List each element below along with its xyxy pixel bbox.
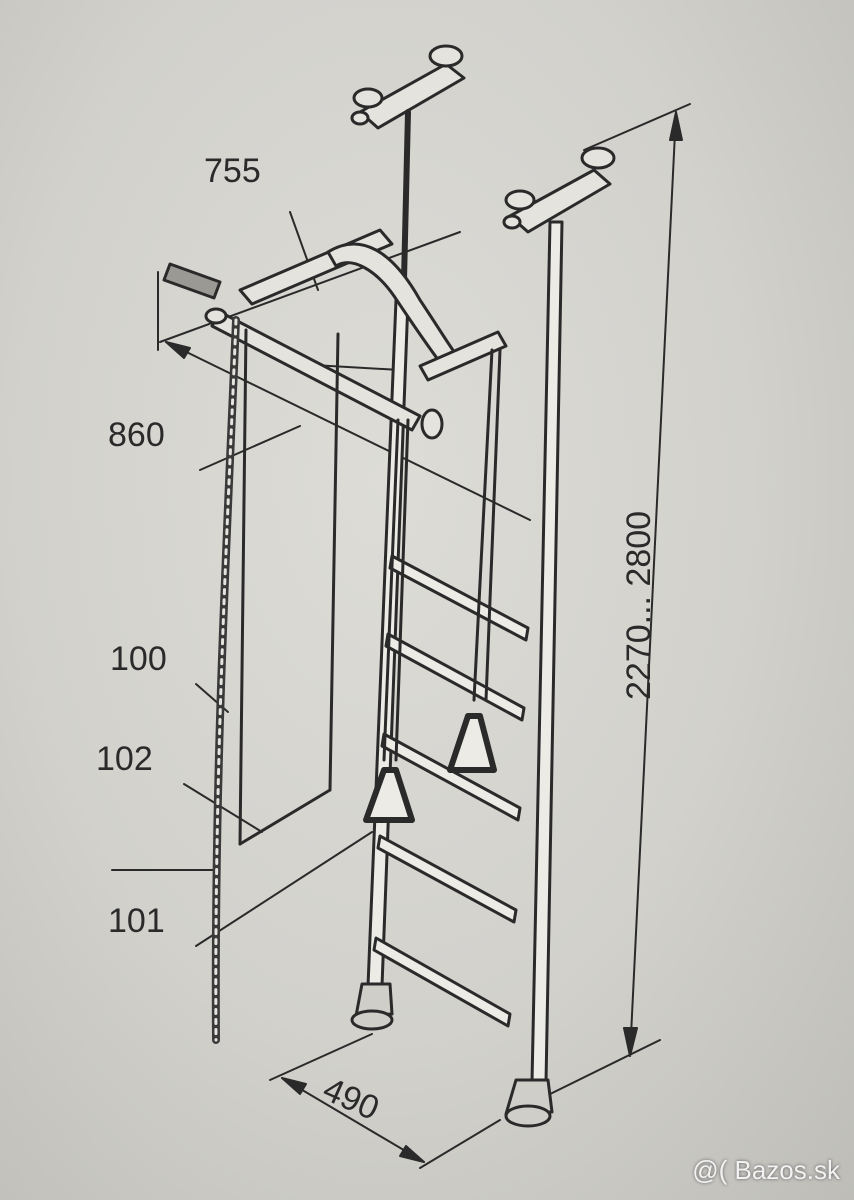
upright-front bbox=[504, 220, 564, 1128]
height-dimension bbox=[541, 103, 691, 1099]
label-depth-top: 860 bbox=[108, 416, 165, 454]
label-part-100: 100 bbox=[110, 640, 167, 678]
ladder-rungs bbox=[372, 554, 530, 1028]
label-part-101: 101 bbox=[108, 902, 165, 940]
climbing-rope bbox=[211, 316, 240, 1044]
label-width-top: 755 bbox=[204, 152, 261, 190]
gymnastic-rings bbox=[363, 348, 502, 823]
ceiling-mount-front bbox=[502, 146, 616, 234]
top-frame bbox=[162, 228, 508, 440]
watermark: @( Bazos.sk bbox=[692, 1155, 840, 1185]
label-height-range: 2270... 2800 bbox=[620, 510, 658, 700]
base-depth-dimension bbox=[269, 1033, 501, 1169]
hanging-frame bbox=[238, 328, 340, 846]
label-part-102: 102 bbox=[96, 740, 153, 778]
ceiling-mount-rear bbox=[350, 44, 466, 283]
